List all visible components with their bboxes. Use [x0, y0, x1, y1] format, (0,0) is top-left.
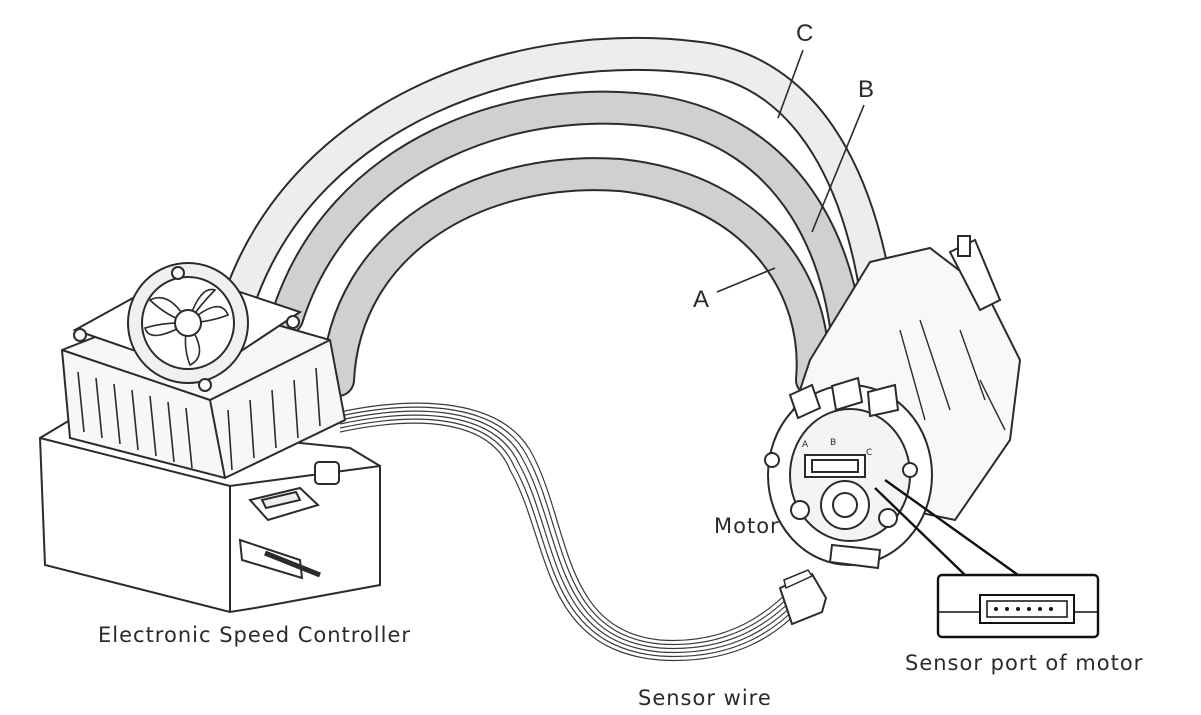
motor-port-label-b: B: [830, 438, 836, 448]
sensor-port-callout: [874, 479, 1019, 576]
sensor-port-pins: [994, 607, 1053, 611]
wire-b-label: B: [858, 76, 875, 103]
esc-label: Electronic Speed Controller: [98, 623, 411, 647]
sensor-wire-label: Sensor wire: [638, 686, 772, 710]
motor-body: [764, 235, 1022, 570]
wire-c-label: C: [796, 20, 814, 47]
power-wire-c: [225, 36, 902, 412]
motor-label: Motor: [714, 514, 780, 538]
motor-port-label-a: A: [802, 440, 809, 450]
sensor-ribbon-wire: [339, 402, 801, 662]
esc-body: [38, 262, 381, 614]
sensor-wire-connector: [778, 569, 828, 626]
sensor-port-label: Sensor port of motor: [905, 651, 1144, 675]
motor-port-label-c: C: [866, 448, 872, 458]
power-wire-a: [321, 157, 830, 397]
leader-lines: [716, 49, 865, 293]
wire-a-label: A: [693, 286, 710, 313]
power-wire-b: [270, 90, 867, 402]
sensor-port-detail: [936, 573, 1100, 639]
